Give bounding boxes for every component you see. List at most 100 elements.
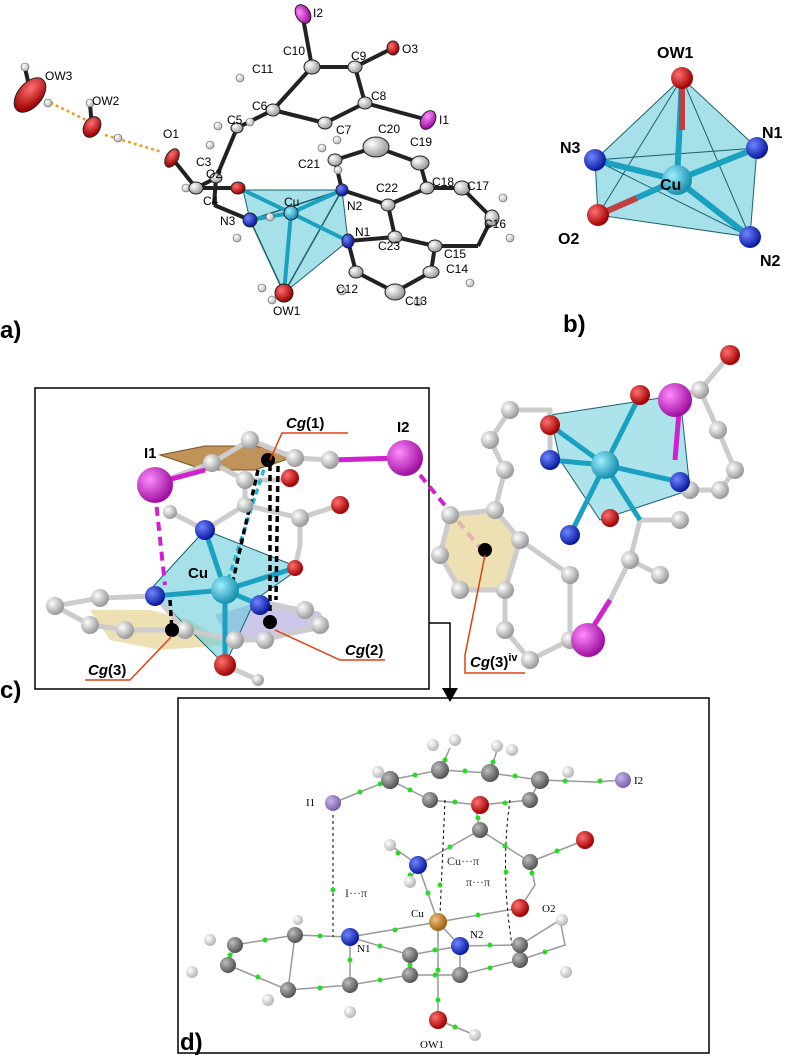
atom-c9	[347, 60, 363, 74]
label-d-n1: N1	[357, 943, 370, 955]
panel-d-letter: d)	[180, 1029, 203, 1056]
label-n1: N1	[355, 225, 371, 239]
atom-c-i2	[387, 440, 423, 476]
label-c17: C17	[467, 179, 489, 193]
atom-c14	[422, 265, 440, 279]
label-cg3iv: Cg(3)iv	[470, 652, 518, 671]
label-c8: C8	[371, 89, 387, 103]
atom-c-i1	[137, 467, 173, 503]
label-c21: C21	[298, 157, 320, 171]
label-c16: C16	[484, 217, 506, 231]
label-d-n2: N2	[470, 929, 483, 941]
atom-o1	[164, 148, 180, 168]
label-c-i2: I2	[397, 419, 410, 436]
atom-c10	[303, 59, 321, 75]
atom-c22	[380, 198, 396, 212]
atom-b-n3	[584, 149, 606, 171]
atom-c7	[317, 116, 333, 130]
label-d-cu: Cu	[411, 908, 424, 920]
label-cu: Cu	[284, 195, 299, 209]
pi-pi-contact	[274, 465, 280, 601]
label-b-n3: N3	[560, 140, 581, 157]
label-c23: C23	[378, 239, 400, 253]
atom-c-cu	[211, 576, 239, 604]
atom-b-n2	[739, 226, 761, 248]
atom-c16	[484, 209, 500, 227]
atom-b-cu	[662, 165, 692, 195]
label-b-cu: Cu	[660, 177, 681, 194]
label-c20: C20	[378, 122, 400, 136]
label-d-i1: I1	[306, 797, 315, 809]
label-c18: C18	[432, 175, 454, 189]
label-c19: C19	[410, 135, 432, 149]
atom-c18	[419, 181, 435, 195]
cg3-centroid	[165, 623, 179, 637]
atom-c8	[357, 96, 373, 110]
label-b-ow1: OW1	[657, 45, 694, 62]
panel-c: I1 I2 Cu Cg(1) Cg(2) Cg(3) Cg(3)iv c)	[0, 345, 744, 704]
label-ow1: OW1	[273, 304, 301, 318]
label-b-n2: N2	[760, 253, 781, 270]
atom-d-i1	[325, 795, 341, 811]
hbond-ow2-o1	[104, 133, 163, 154]
arrow-head	[442, 688, 458, 702]
panel-a-hydrogens	[20, 62, 515, 307]
label-ow2: OW2	[92, 94, 120, 108]
label-c7: C7	[336, 123, 352, 137]
atom-o3	[386, 40, 400, 56]
atom-ow2	[82, 116, 102, 138]
label-c22: C22	[376, 181, 398, 195]
atom-c5	[230, 122, 244, 134]
label-n3: N3	[220, 214, 236, 228]
panel-a-atoms	[13, 4, 500, 303]
atom-c3	[188, 181, 204, 195]
atom-c17	[453, 180, 471, 196]
panel-a: OW3 OW2 O1 C3 O2 C4 N3 C5 C6 C7 C8 I1 C9…	[0, 4, 515, 344]
panel-d-atoms	[186, 734, 631, 1041]
label-c10: C10	[283, 44, 305, 58]
label-c14: C14	[446, 262, 468, 276]
label-d-i2: I2	[634, 775, 643, 787]
cg3iv-centroid	[478, 543, 492, 557]
arrow-c-to-d	[429, 622, 451, 695]
atom-c15	[427, 239, 443, 253]
panel-c-atoms	[46, 431, 423, 686]
atom-i2	[294, 4, 312, 24]
label-c5: C5	[227, 113, 243, 127]
label-cg1: Cg(1)	[286, 415, 324, 432]
atom-i1	[419, 110, 437, 130]
label-i1: I1	[439, 113, 449, 127]
label-i2: I2	[313, 6, 323, 20]
label-o3: O3	[402, 42, 418, 56]
atom-c6	[265, 103, 281, 117]
atom-cu	[283, 205, 299, 221]
label-d-i-pi: I···π	[345, 886, 367, 900]
atom-n3	[242, 212, 258, 228]
atom-c21	[327, 153, 343, 167]
i-pi-contact	[153, 491, 167, 586]
label-d-pi-pi: π···π	[466, 875, 490, 889]
label-c15: C15	[444, 247, 466, 261]
atom-ow1	[274, 283, 294, 303]
atom-c13	[384, 283, 406, 301]
atom-c19	[410, 155, 430, 171]
atom-b-n1	[746, 137, 768, 159]
panel-a-bonds	[23, 17, 494, 294]
label-o1: O1	[163, 127, 179, 141]
label-d-ow1: OW1	[420, 1039, 444, 1051]
label-c3: C3	[196, 155, 212, 169]
panel-c-box	[34, 387, 430, 690]
atom-o2	[230, 181, 246, 195]
label-b-n1: N1	[762, 125, 783, 142]
cg-leaders	[85, 432, 525, 681]
label-c13: C13	[405, 294, 427, 308]
panel-b: OW1 N3 N1 Cu O2 N2 b)	[558, 45, 783, 338]
label-d-o2: O2	[542, 903, 555, 915]
atom-d-cu	[429, 913, 447, 931]
label-c-cu: Cu	[188, 565, 208, 582]
label-c12: C12	[336, 282, 358, 296]
panel-c-letter: c)	[0, 677, 21, 704]
label-b-o2: O2	[558, 231, 579, 248]
atom-n2	[335, 183, 349, 197]
